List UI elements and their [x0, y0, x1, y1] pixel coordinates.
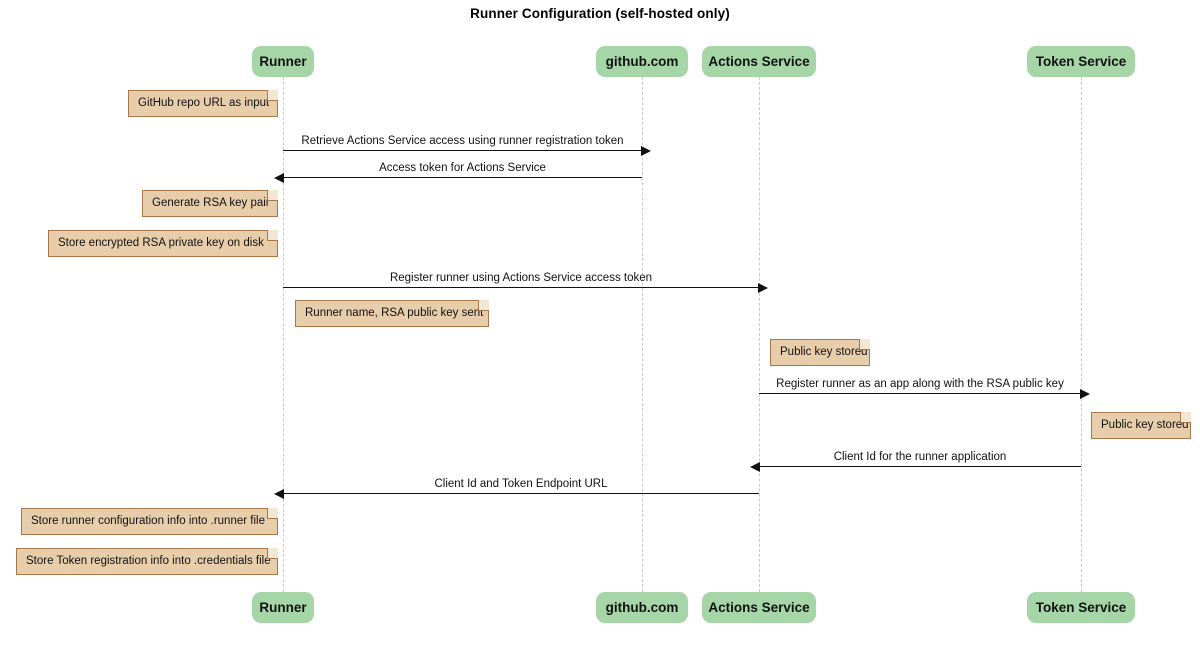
- note-fold-corner-icon: [267, 508, 278, 519]
- note-label: Runner name, RSA public key sent: [305, 307, 484, 319]
- message-client-id-and-token-endpoint-url[interactable]: Client Id and Token Endpoint URL: [274, 478, 759, 499]
- arrow-head-icon: [274, 489, 284, 499]
- participant-token-service-top[interactable]: Token Service: [1027, 46, 1135, 77]
- participant-label: Actions Service: [708, 54, 810, 69]
- participant-github-com-top[interactable]: github.com: [596, 46, 688, 77]
- participant-actions-service-top[interactable]: Actions Service: [702, 46, 816, 77]
- note-label: Store Token registration info into .cred…: [26, 555, 271, 567]
- message-client-id-for-runner-application[interactable]: Client Id for the runner application: [750, 451, 1081, 472]
- participant-actions-service-bottom[interactable]: Actions Service: [702, 592, 816, 623]
- lifeline-runner: [283, 77, 284, 592]
- note-generate-rsa-key-pair[interactable]: Generate RSA key pair: [142, 190, 278, 217]
- note-fold-corner-icon: [267, 548, 278, 559]
- participant-label: Token Service: [1035, 54, 1127, 69]
- lifeline-token-service: [1081, 77, 1082, 592]
- message-retrieve-actions-service-access[interactable]: Retrieve Actions Service access using ru…: [283, 135, 651, 156]
- arrow-head-icon: [750, 462, 760, 472]
- note-github-repo-url[interactable]: GitHub repo URL as input: [128, 90, 278, 117]
- note-fold-corner-icon: [478, 300, 489, 311]
- participant-label: github.com: [605, 600, 679, 615]
- note-fold-corner-icon: [1180, 412, 1191, 423]
- arrow-head-icon: [758, 283, 768, 293]
- note-fold-corner-icon: [267, 90, 278, 101]
- note-label: Public key stored: [780, 346, 868, 358]
- note-store-token-registration[interactable]: Store Token registration info into .cred…: [16, 548, 278, 575]
- note-store-encrypted-rsa-private-key[interactable]: Store encrypted RSA private key on disk: [48, 230, 278, 257]
- arrow-head-icon: [1080, 389, 1090, 399]
- note-fold-corner-icon: [267, 190, 278, 201]
- lifeline-actions-service: [759, 77, 760, 592]
- message-label: Retrieve Actions Service access using ru…: [301, 135, 624, 147]
- note-public-key-stored-actions[interactable]: Public key stored: [770, 339, 870, 366]
- participant-label: Token Service: [1035, 600, 1127, 615]
- note-label: Store runner configuration info into .ru…: [31, 515, 265, 527]
- message-label: Access token for Actions Service: [379, 162, 546, 174]
- note-label: Generate RSA key pair: [152, 197, 270, 209]
- note-label: Store encrypted RSA private key on disk: [58, 237, 264, 249]
- participant-github-com-bottom[interactable]: github.com: [596, 592, 688, 623]
- note-store-runner-configuration[interactable]: Store runner configuration info into .ru…: [21, 508, 278, 535]
- participant-label: Runner: [259, 600, 307, 615]
- message-label: Register runner as an app along with the…: [776, 378, 1064, 390]
- participant-runner-bottom[interactable]: Runner: [252, 592, 314, 623]
- message-label: Register runner using Actions Service ac…: [389, 272, 653, 284]
- note-runner-name-rsa-public-key-sent[interactable]: Runner name, RSA public key sent: [295, 300, 489, 327]
- message-register-runner-using-access-token[interactable]: Register runner using Actions Service ac…: [283, 272, 768, 293]
- message-register-runner-as-app[interactable]: Register runner as an app along with the…: [759, 378, 1090, 399]
- arrow-head-icon: [641, 146, 651, 156]
- participant-label: github.com: [605, 54, 679, 69]
- participant-token-service-bottom[interactable]: Token Service: [1027, 592, 1135, 623]
- participant-runner-top[interactable]: Runner: [252, 46, 314, 77]
- message-access-token-for-actions-service[interactable]: Access token for Actions Service: [274, 162, 642, 183]
- participant-label: Actions Service: [708, 600, 810, 615]
- message-label: Client Id and Token Endpoint URL: [434, 478, 608, 490]
- note-fold-corner-icon: [859, 339, 870, 350]
- note-fold-corner-icon: [267, 230, 278, 241]
- participant-label: Runner: [259, 54, 307, 69]
- note-public-key-stored-token[interactable]: Public key stored: [1091, 412, 1191, 439]
- message-label: Client Id for the runner application: [833, 451, 1007, 463]
- arrow-head-icon: [274, 173, 284, 183]
- lifeline-github-com: [642, 77, 643, 592]
- note-label: GitHub repo URL as input: [138, 97, 270, 109]
- page-title: Runner Configuration (self-hosted only): [470, 6, 730, 21]
- note-label: Public key stored: [1101, 419, 1189, 431]
